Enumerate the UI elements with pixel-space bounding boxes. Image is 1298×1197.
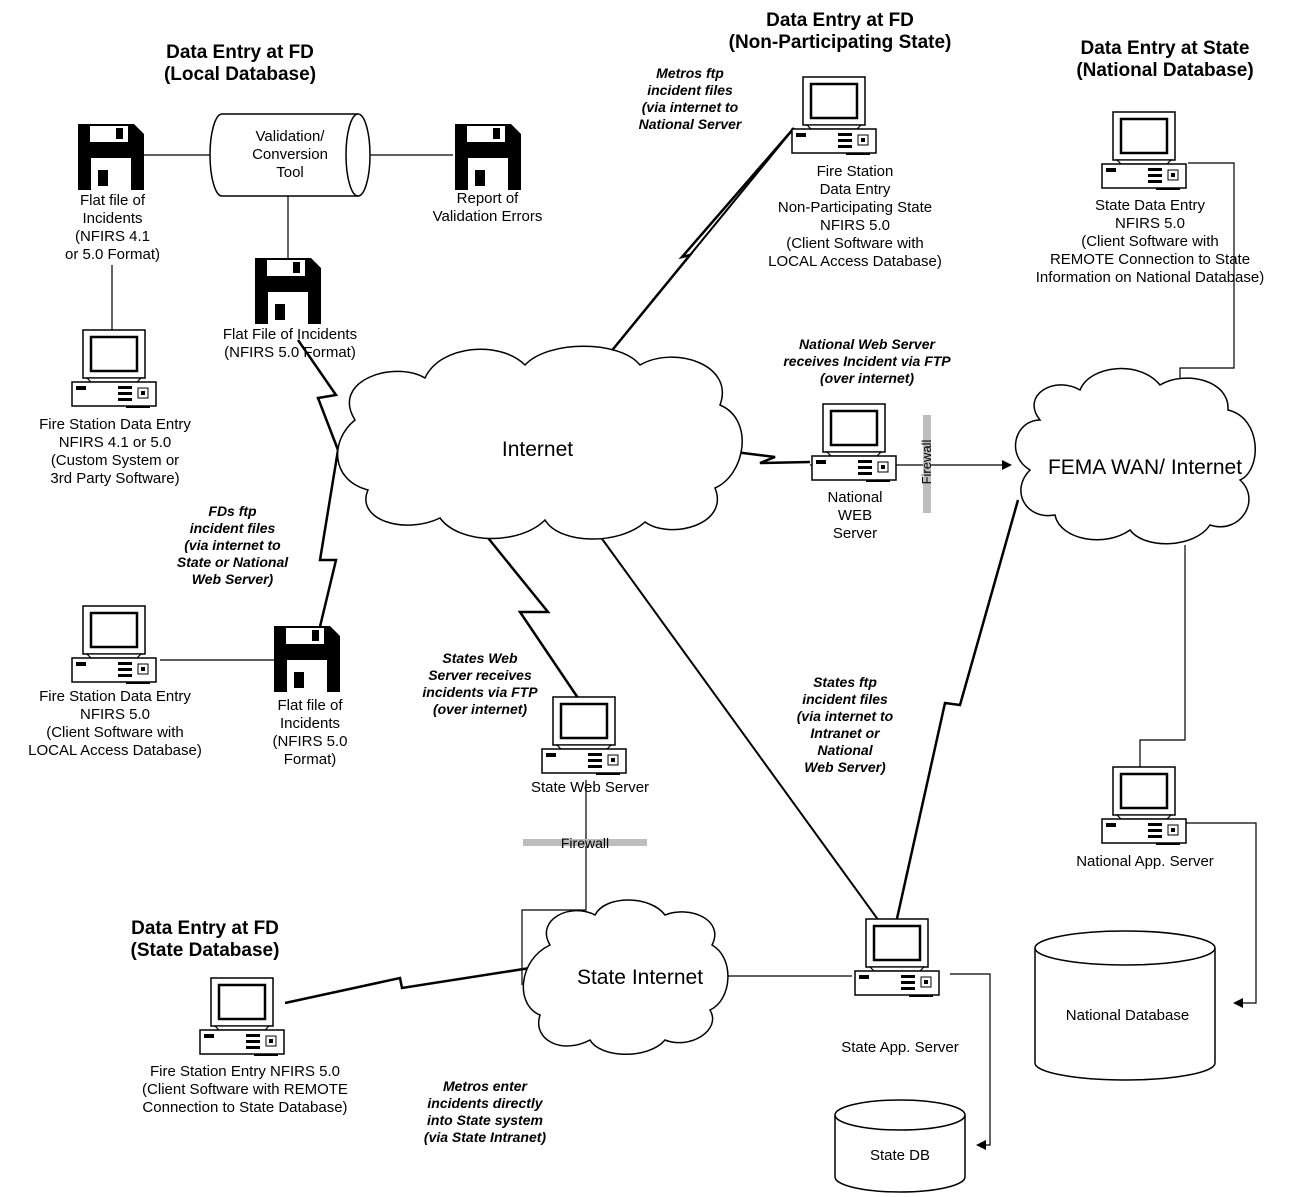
header-state-national-database: Data Entry at State (National Database)	[1076, 38, 1254, 81]
national-database-label: National Database	[1065, 1007, 1190, 1024]
annotation-metros-enter: Metros enter incidents directly into Sta…	[423, 1078, 547, 1145]
state-db-cylinder	[834, 1099, 966, 1193]
computer-icon	[70, 328, 158, 410]
computer-icon	[853, 917, 941, 999]
annotation-states-ftp: States ftp incident files (via internet …	[796, 674, 894, 775]
annotation-national-receives: National Web Server receives Incident vi…	[783, 336, 951, 386]
fema-wan-cloud	[1014, 367, 1256, 545]
firewall-state-bar	[523, 839, 647, 846]
floppy-disk-icon	[274, 626, 340, 692]
floppy-disk-icon	[78, 124, 144, 190]
national-web-server-label: National WEB Server	[827, 489, 883, 542]
flat-file-50-b-label: Flat file of Incidents (NFIRS 5.0 Format…	[272, 697, 348, 768]
firewall-national-label: Firewall	[919, 439, 934, 485]
flat-file-50-label: Flat File of Incidents (NFIRS 5.0 Format…	[222, 326, 358, 361]
floppy-disk-icon	[255, 258, 321, 324]
computer-icon	[810, 402, 898, 484]
internet-cloud-label: Internet	[501, 438, 574, 461]
computer-icon	[1100, 765, 1188, 847]
state-data-entry-label: State Data Entry NFIRS 5.0 (Client Softw…	[1035, 197, 1265, 286]
header-non-participating-state: Data Entry at FD (Non-Participating Stat…	[728, 10, 952, 53]
header-local-database: Data Entry at FD (Local Database)	[163, 42, 317, 85]
lightning-links	[284, 127, 1020, 1005]
validation-tool-label: Validation/ Conversion Tool	[252, 128, 328, 181]
computer-icon	[1100, 110, 1188, 192]
fire-station-local-access-label: Fire Station Data Entry NFIRS 5.0 (Clien…	[28, 688, 202, 759]
header-state-database: Data Entry at FD (State Database)	[130, 918, 280, 961]
state-web-server-label: State Web Server	[530, 779, 650, 796]
computer-icon	[790, 75, 878, 157]
firewall-state-label: Firewall	[560, 835, 610, 851]
validation-tool-cylinder	[209, 113, 371, 197]
firewall-national-bar	[923, 415, 931, 513]
flat-file-41-50-label: Flat file of Incidents (NFIRS 4.1 or 5.0…	[64, 192, 161, 263]
computer-icon	[198, 976, 286, 1058]
annotation-metros-ftp: Metros ftp incident files (via internet …	[638, 65, 742, 132]
floppy-disk-icon	[455, 124, 521, 190]
computer-icon	[70, 604, 158, 686]
national-database-cylinder	[1034, 930, 1216, 1081]
state-internet-cloud-label: State Internet	[576, 966, 704, 989]
national-app-server-label: National App. Server	[1076, 853, 1214, 870]
annotation-fds-ftp: FDs ftp incident files (via internet to …	[176, 503, 289, 587]
state-internet-cloud	[522, 899, 729, 1055]
report-validation-label: Report of Validation Errors	[432, 190, 543, 225]
internet-cloud	[336, 345, 743, 540]
state-app-server-label: State App. Server	[841, 1039, 959, 1056]
annotation-states-web-receives: States Web Server receives incidents via…	[422, 650, 538, 717]
fema-wan-cloud-label: FEMA WAN/ Internet	[1047, 456, 1243, 479]
state-db-label: State DB	[869, 1147, 931, 1164]
fire-station-non-participating-label: Fire Station Data Entry Non-Participatin…	[768, 163, 942, 270]
fire-station-remote-state-label: Fire Station Entry NFIRS 5.0 (Client Sof…	[142, 1063, 348, 1116]
fire-station-custom-label: Fire Station Data Entry NFIRS 4.1 or 5.0…	[39, 416, 191, 487]
